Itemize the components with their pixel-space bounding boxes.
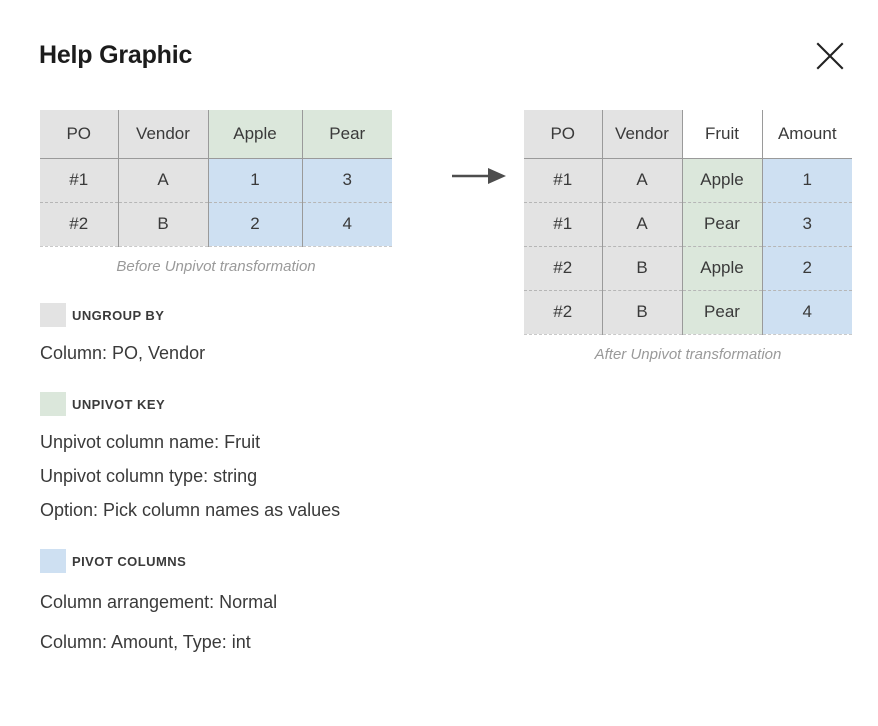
column-header-vendor[interactable]: Vendor <box>602 110 683 159</box>
detail-line: Unpivot column type: string <box>40 466 258 486</box>
legend-label-unpivot-key: UNPIVOT KEY <box>72 396 166 412</box>
column-header-fruit[interactable]: Fruit <box>682 110 763 159</box>
after-table-caption: After Unpivot transformation <box>594 345 782 363</box>
close-icon <box>813 39 847 73</box>
table-cell: #2 <box>40 202 119 247</box>
table-cell: 1 <box>208 158 303 203</box>
table-cell: A <box>602 202 683 247</box>
detail-line: Column: Amount, Type: int <box>40 632 251 652</box>
table-cell: #2 <box>524 290 603 335</box>
table-cell: #2 <box>524 246 603 291</box>
column-header-amount[interactable]: Amount <box>762 110 852 159</box>
table-cell: Pear <box>682 290 763 335</box>
table-cell: Pear <box>682 202 763 247</box>
table-cell: #1 <box>524 158 603 203</box>
legend-swatch-unpivot-key <box>40 392 66 416</box>
detail-group-ungroup-by: UNGROUP BY Column: PO, Vendor <box>40 303 540 370</box>
table-cell: 4 <box>302 202 392 247</box>
legend-row-unpivot-key: UNPIVOT KEY <box>40 392 540 416</box>
table-cell: B <box>118 202 209 247</box>
column-header-po[interactable]: PO <box>524 110 603 159</box>
close-button[interactable] <box>813 39 847 73</box>
column-header-vendor[interactable]: Vendor <box>118 110 209 159</box>
table-cell: 3 <box>762 202 852 247</box>
detail-line: Unpivot column name: Fruit <box>40 432 261 452</box>
table-cell: Apple <box>682 158 763 203</box>
column-header-apple[interactable]: Apple <box>208 110 303 159</box>
table-cell: 4 <box>762 290 852 335</box>
column-header-pear[interactable]: Pear <box>302 110 392 159</box>
detail-line: Column arrangement: Normal <box>40 592 278 612</box>
detail-line: Column: PO, Vendor <box>40 343 206 363</box>
table-cell: B <box>602 290 683 335</box>
column-header-po[interactable]: PO <box>40 110 119 159</box>
table-cell: A <box>602 158 683 203</box>
legend-swatch-ungroup-by <box>40 303 66 327</box>
page-title: Help Graphic <box>39 41 193 69</box>
arrow-right-icon <box>452 166 508 186</box>
table-cell: #1 <box>40 158 119 203</box>
table-cell: Apple <box>682 246 763 291</box>
legend-label-pivot-columns: PIVOT COLUMNS <box>72 553 187 569</box>
legend-label-ungroup-by: UNGROUP BY <box>72 307 165 323</box>
table-cell: 2 <box>762 246 852 291</box>
legend-row-ungroup-by: UNGROUP BY <box>40 303 540 327</box>
table-cell: A <box>118 158 209 203</box>
table-cell: 2 <box>208 202 303 247</box>
before-table-caption: Before Unpivot transformation <box>116 257 316 275</box>
table-cell: B <box>602 246 683 291</box>
table-cell: 3 <box>302 158 392 203</box>
detail-line: Option: Pick column names as values <box>40 500 341 520</box>
table-cell: 1 <box>762 158 852 203</box>
table-cell: #1 <box>524 202 603 247</box>
legend-swatch-pivot-columns <box>40 549 66 573</box>
legend-row-pivot-columns: PIVOT COLUMNS <box>40 549 540 573</box>
